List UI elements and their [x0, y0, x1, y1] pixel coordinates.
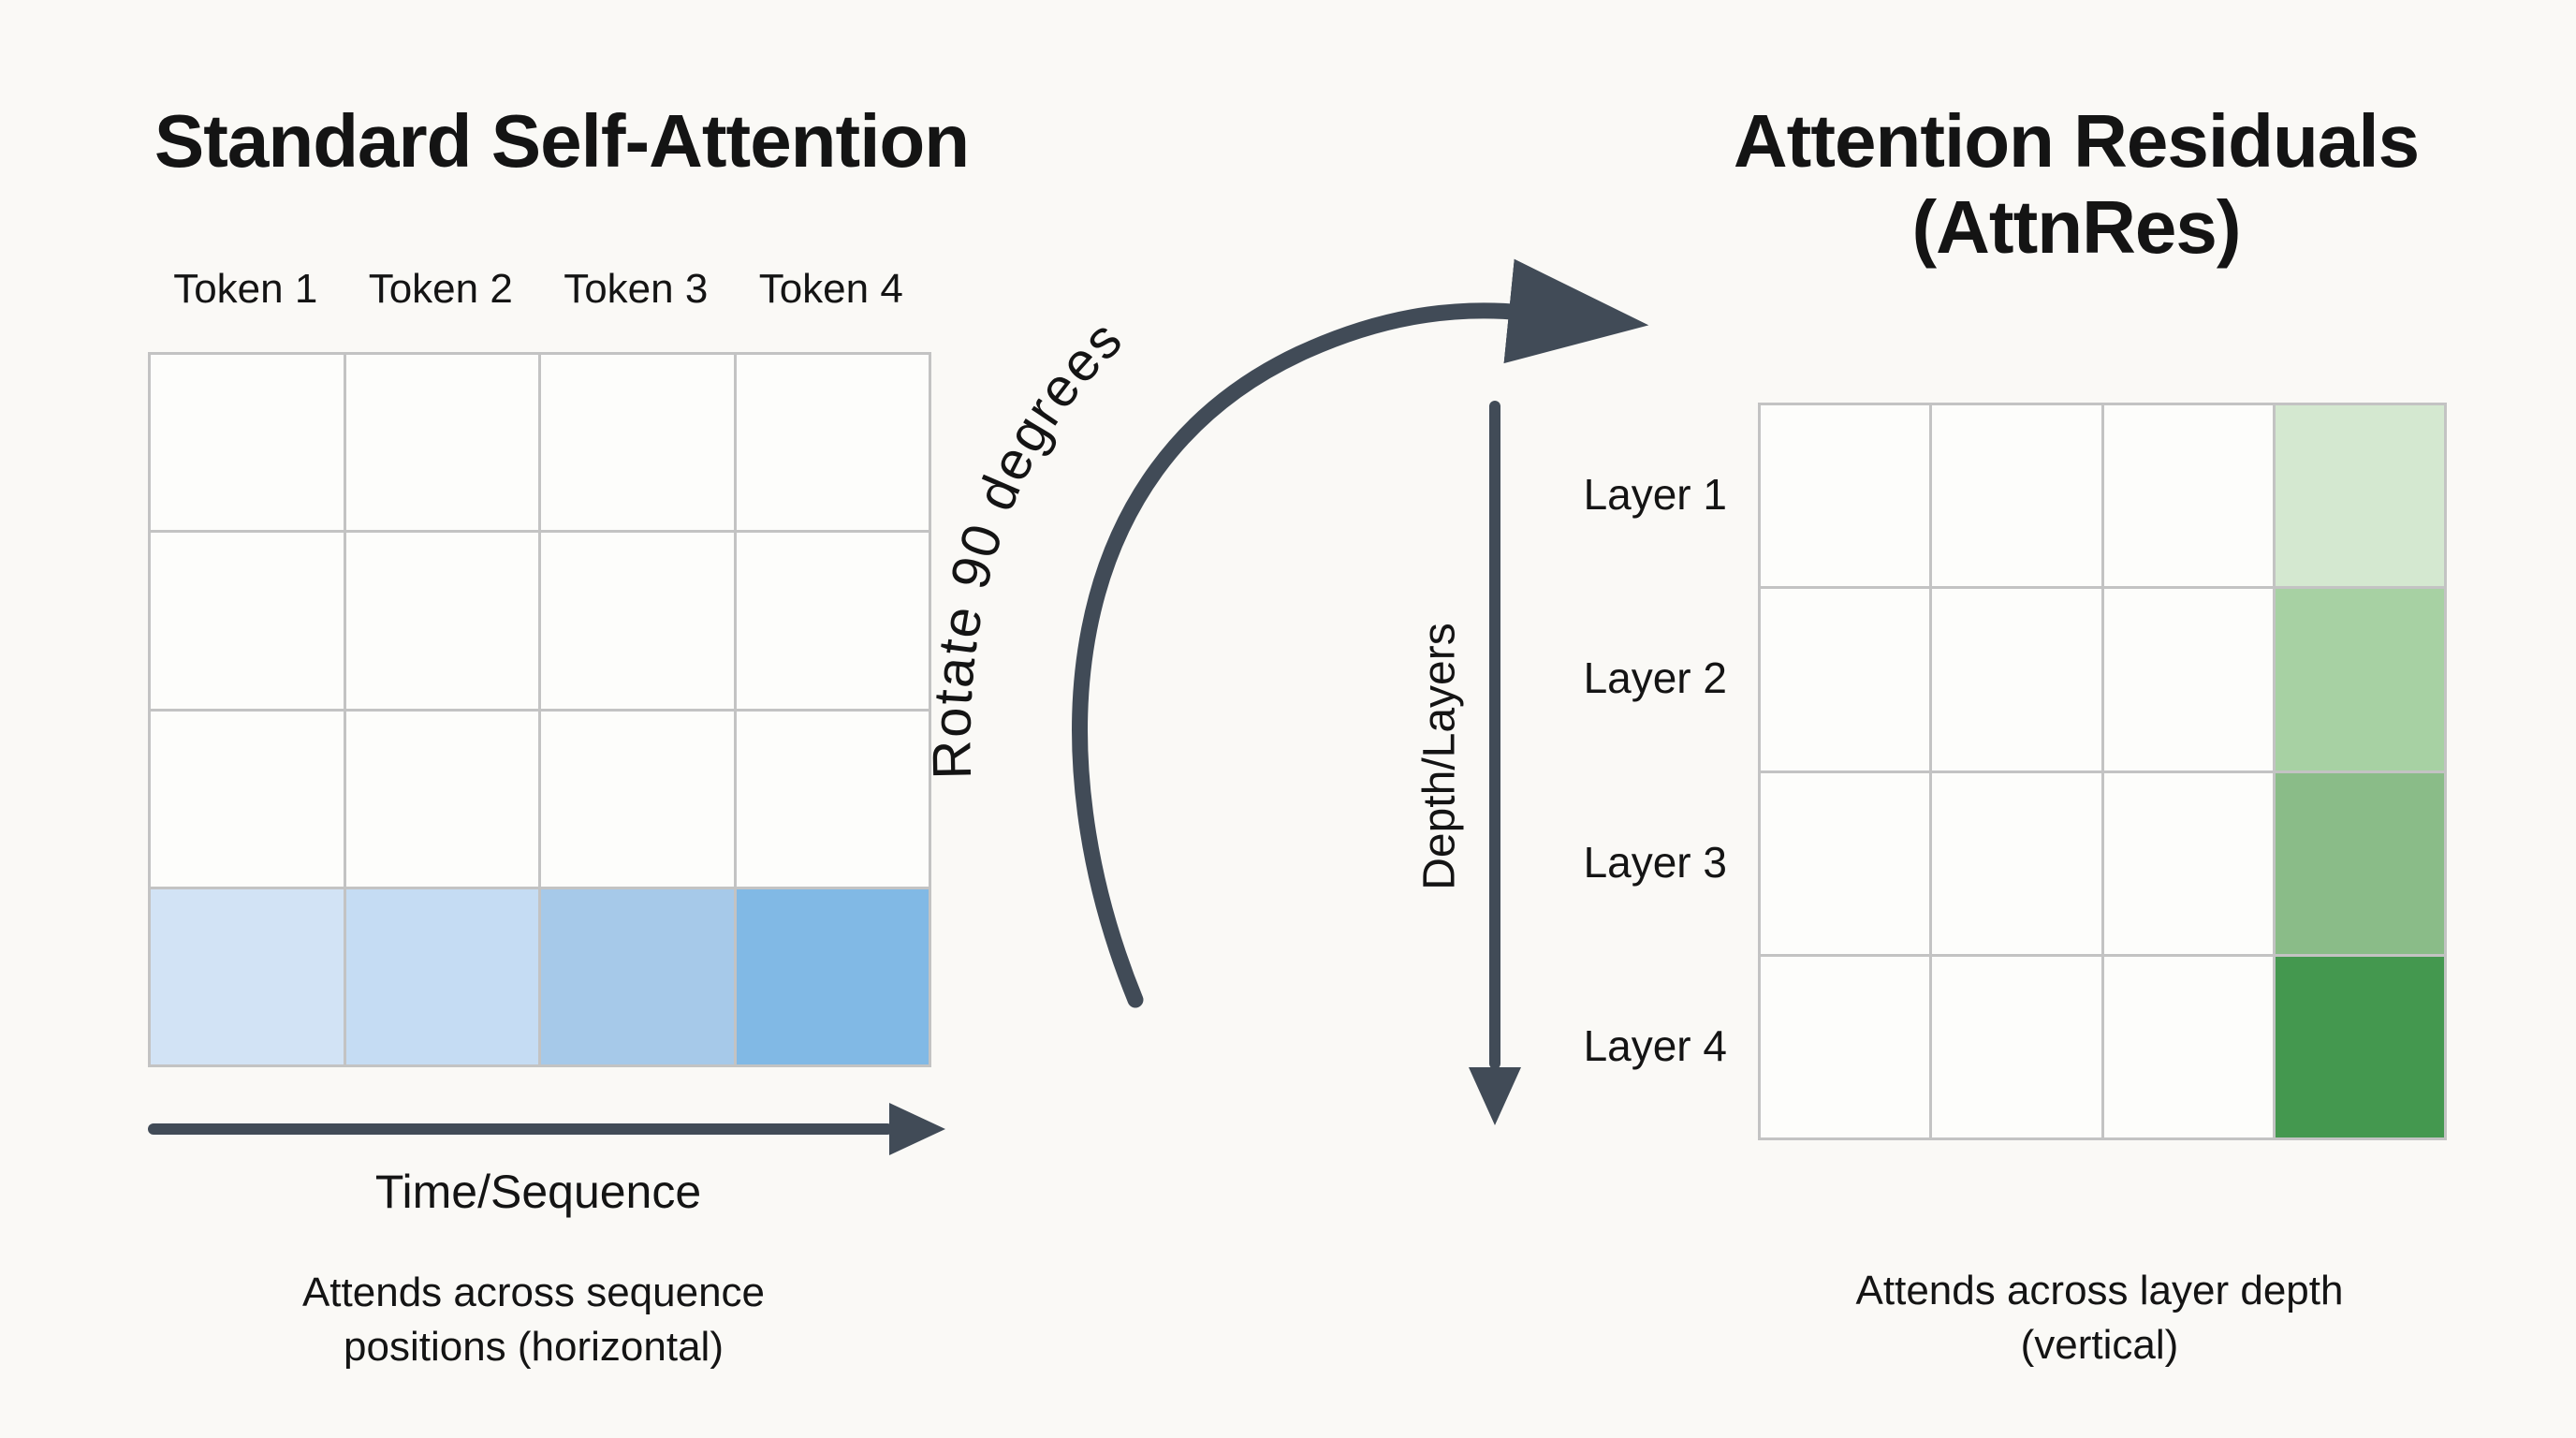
- grid-cell: [1932, 405, 2104, 590]
- grid-cell: [736, 711, 931, 889]
- grid-cell: [151, 888, 346, 1067]
- grid-cell: [2275, 405, 2447, 590]
- right-caption-line2: (vertical): [2020, 1322, 2179, 1368]
- grid-cell: [1932, 956, 2104, 1140]
- time-sequence-label: Time/Sequence: [374, 1166, 702, 1218]
- time-sequence-arrowhead-icon: [889, 1103, 945, 1155]
- depth-layers-arrow: [1489, 401, 1500, 1069]
- token-2-label: Token 2: [368, 266, 513, 312]
- token-4-label: Token 4: [758, 266, 903, 312]
- token-3-label: Token 3: [564, 266, 709, 312]
- grid-cell: [541, 355, 737, 534]
- grid-cell: [345, 355, 541, 534]
- grid-cell: [541, 711, 737, 889]
- grid-cell: [1761, 772, 1933, 957]
- attnres-grid: [1758, 403, 2447, 1140]
- right-panel-title-line2: (AttnRes): [1911, 185, 2242, 269]
- depth-layers-arrowhead-icon: [1469, 1067, 1521, 1125]
- grid-cell: [2275, 956, 2447, 1140]
- layer-4-label: Layer 4: [1583, 1020, 1727, 1070]
- layer-2-label: Layer 2: [1583, 653, 1727, 703]
- right-caption: Attends across layer depth (vertical): [1694, 1264, 2505, 1372]
- right-panel-title-line1: Attention Residuals: [1733, 99, 2420, 183]
- grid-cell: [345, 533, 541, 712]
- grid-cell: [345, 888, 541, 1067]
- token-1-label: Token 1: [173, 266, 318, 312]
- left-caption-line1: Attends across sequence: [301, 1269, 766, 1315]
- grid-cell: [151, 711, 346, 889]
- grid-cell: [541, 533, 737, 712]
- grid-cell: [2275, 589, 2447, 773]
- layer-labels-column: Layer 1 Layer 2 Layer 3 Layer 4: [1498, 403, 1727, 1137]
- layer-1-label: Layer 1: [1583, 470, 1727, 520]
- grid-cell: [151, 355, 346, 534]
- grid-cell: [541, 888, 737, 1067]
- token-labels-row: Token 1 Token 2 Token 3 Token 4: [148, 266, 929, 313]
- grid-cell: [2103, 956, 2276, 1140]
- left-caption-line2: positions (horizontal): [344, 1324, 724, 1370]
- grid-cell: [1932, 772, 2104, 957]
- grid-cell: [1761, 405, 1933, 590]
- grid-cell: [2103, 772, 2276, 957]
- self-attention-grid: [148, 352, 931, 1067]
- grid-cell: [1932, 589, 2104, 773]
- left-panel-title: Standard Self-Attention: [154, 99, 970, 183]
- left-caption: Attends across sequence positions (horiz…: [112, 1266, 955, 1374]
- grid-cell: [345, 711, 541, 889]
- grid-cell: [151, 533, 346, 712]
- grid-cell: [2103, 589, 2276, 773]
- layer-3-label: Layer 3: [1583, 837, 1727, 887]
- grid-cell: [736, 355, 931, 534]
- grid-cell: [736, 533, 931, 712]
- right-caption-line1: Attends across layer depth: [1855, 1268, 2344, 1313]
- grid-cell: [736, 888, 931, 1067]
- time-sequence-arrow: [148, 1123, 893, 1135]
- rotate-90-label: Rotate 90 degrees: [921, 308, 1134, 781]
- depth-layers-label: Depth/Layers: [1414, 623, 1465, 890]
- right-panel-title: Attention Residuals (AttnRes): [1683, 98, 2469, 271]
- grid-cell: [2275, 772, 2447, 957]
- grid-cell: [1761, 589, 1933, 773]
- grid-cell: [1761, 956, 1933, 1140]
- grid-cell: [2103, 405, 2276, 590]
